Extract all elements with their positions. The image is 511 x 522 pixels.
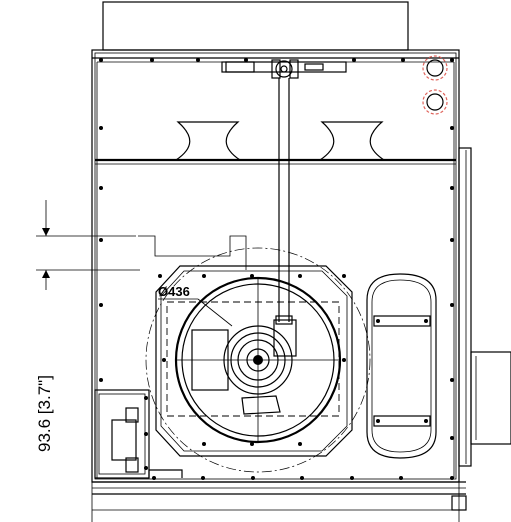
- screw-icon: [99, 126, 103, 130]
- screw-icon: [450, 186, 454, 190]
- screw-icon: [152, 476, 156, 480]
- screw-icon: [99, 58, 454, 480]
- knockout-circle-icon: [422, 55, 448, 115]
- vertical-dimension: 93.6 [3.7"]: [35, 200, 140, 452]
- screw-icon: [450, 436, 454, 440]
- screw-icon: [250, 442, 254, 446]
- screw-icon: [450, 378, 454, 382]
- screw-icon: [150, 58, 154, 62]
- divider-panel: [95, 158, 456, 165]
- screw-icon: [162, 358, 166, 362]
- fan-mount-notch: [138, 235, 247, 270]
- fan-housing: [145, 247, 371, 473]
- screw-icon: [99, 186, 103, 190]
- drive-shaft: [278, 78, 290, 322]
- electrical-box: [94, 389, 183, 479]
- screw-icon: [202, 442, 206, 446]
- screw-icon: [99, 58, 103, 62]
- screw-icon: [251, 476, 255, 480]
- access-cover: [366, 273, 437, 459]
- screw-icon: [450, 303, 454, 307]
- screw-icon: [350, 476, 354, 480]
- screw-icon: [352, 58, 356, 62]
- screw-icon: [99, 238, 103, 242]
- screw-icon: [450, 238, 454, 242]
- right-side-flange: [458, 147, 511, 467]
- screw-icon: [450, 126, 454, 130]
- screw-icon: [450, 476, 454, 480]
- screw-icon: [342, 358, 346, 362]
- screw-icon: [99, 378, 103, 382]
- screw-icon: [196, 58, 200, 62]
- screw-icon: [401, 58, 405, 62]
- fan-wheel: [174, 276, 342, 444]
- screw-icon: [158, 274, 162, 278]
- screw-icon: [298, 442, 302, 446]
- screw-icon: [202, 274, 206, 278]
- motor-mount-rail: [221, 59, 347, 79]
- screw-icon: [99, 303, 103, 307]
- screw-icon: [300, 476, 304, 480]
- inlet-bellmouth-right: [318, 121, 386, 161]
- screw-icon: [342, 274, 346, 278]
- top-duct-extension: [102, 1, 409, 51]
- inlet-bellmouth-left: [174, 121, 242, 161]
- dimension-text: 93.6 [3.7"]: [35, 375, 54, 452]
- base-rail: [91, 481, 467, 522]
- screw-icon: [250, 274, 254, 278]
- diameter-label: Ø436: [158, 284, 190, 299]
- screw-icon: [244, 58, 248, 62]
- screw-icon: [298, 274, 302, 278]
- screw-icon: [201, 476, 205, 480]
- screw-icon: [450, 58, 454, 62]
- screw-icon: [399, 476, 403, 480]
- diameter-callout: Ø436: [158, 284, 233, 327]
